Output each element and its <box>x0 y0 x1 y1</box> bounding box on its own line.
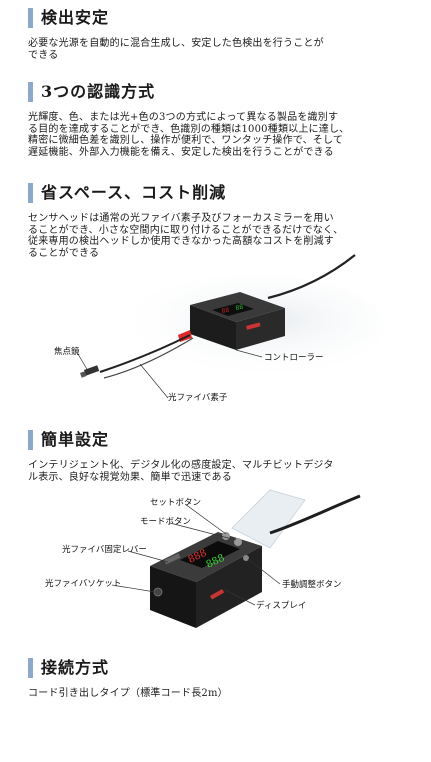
fiber-sensor-illustration: 88 88 <box>77 254 385 399</box>
section-recognition-modes: 3つの認識方式 光輝度、色、または光+色の3つの方式によって異なる製品を識別す … <box>28 82 415 158</box>
section-heading: 3つの認識方式 <box>28 82 415 102</box>
label-display: ディスプレイ <box>256 601 307 611</box>
label-mode-button: モードボタン <box>140 517 192 527</box>
section-title: 検出安定 <box>41 8 110 27</box>
text-line: ル表示、良好な視覚効果、簡単で迅速である <box>28 471 232 483</box>
text-line: ることができる <box>28 247 100 259</box>
section-stable-detection: 検出安定 必要な光源を自動的に混合生成し、安定した色検出を行うことが できる <box>28 8 415 61</box>
section-heading: 省スペース、コスト削減 <box>28 183 415 203</box>
text-line: る目的を達成することができ、色識別の種類は1000種類以上に達し、 <box>28 123 350 135</box>
section-text: コード引き出しタイプ（標準コード長2m） <box>28 688 415 700</box>
controller-closeup-figure: 888 888 セットボタン モードボタン 光ファイバ固定レバー 光ファイバソケ… <box>0 488 431 648</box>
label-controller: コントローラー <box>264 353 324 363</box>
section-space-cost: 省スペース、コスト削減 センサヘッドは通常の光ファイバ素子及びフォーカスミラーを… <box>28 183 415 259</box>
section-heading: 接続方式 <box>28 658 415 678</box>
section-text: インテリジェント化、デジタル化の感度設定、マルチビットデジタ ル表示、良好な視覚… <box>28 460 415 483</box>
fiber-sensor-figure: 88 88 焦点鏡 コントローラー 光ファイバ素子 <box>0 250 431 425</box>
section-easy-setup: 簡単設定 インテリジェント化、デジタル化の感度設定、マルチビットデジタ ル表示、… <box>28 430 415 483</box>
heading-accent-bar <box>28 183 33 203</box>
label-fiber-lever: 光ファイバ固定レバー <box>62 545 147 555</box>
section-title: 3つの認識方式 <box>41 82 156 101</box>
text-line: できる <box>28 49 59 61</box>
label-manual-button: 手動調整ボタン <box>282 580 342 590</box>
section-text: センサヘッドは通常の光ファイバ素子及びフォーカスミラーを用い ることができ、小さ… <box>28 213 415 259</box>
section-connection: 接続方式 コード引き出しタイプ（標準コード長2m） <box>28 658 415 700</box>
controller-closeup-illustration: 888 888 <box>111 489 361 628</box>
text-line: 従来専用の検出ヘッドしか使用できなかった高額なコストを削減す <box>28 236 334 247</box>
text-line: ることができ、小さな空間内に取り付けることができるだけでなく、 <box>28 224 344 236</box>
svg-text:88: 88 <box>221 306 230 314</box>
section-title: 接続方式 <box>41 658 110 677</box>
text-line: 必要な光源を自動的に混合生成し、安定した色検出を行うことが <box>28 38 324 49</box>
section-title: 簡単設定 <box>41 430 110 449</box>
section-title: 省スペース、コスト削減 <box>41 183 227 202</box>
heading-accent-bar <box>28 82 33 102</box>
label-focus-lens: 焦点鏡 <box>54 347 80 357</box>
heading-accent-bar <box>28 8 33 28</box>
section-text: 必要な光源を自動的に混合生成し、安定した色検出を行うことが できる <box>28 38 415 61</box>
text-line: 精密に微細色差を識別し、操作が便利で、ワンタッチ操作で、そして <box>28 135 344 146</box>
text-line: センサヘッドは通常の光ファイバ素子及びフォーカスミラーを用い <box>28 213 334 224</box>
section-heading: 簡単設定 <box>28 430 415 450</box>
label-fiber-socket: 光ファイバソケット <box>45 579 122 589</box>
heading-accent-bar <box>28 658 33 678</box>
label-fiber-element: 光ファイバ素子 <box>168 393 228 403</box>
section-heading: 検出安定 <box>28 8 415 28</box>
section-text: 光輝度、色、または光+色の3つの方式によって異なる製品を識別す る目的を達成する… <box>28 112 415 158</box>
label-set-button: セットボタン <box>150 498 202 508</box>
text-line: 遅延機能、外部入力機能を備え、安定した検出を行うことができる <box>28 146 334 158</box>
text-line: インテリジェント化、デジタル化の感度設定、マルチビットデジタ <box>28 460 334 471</box>
heading-accent-bar <box>28 430 33 450</box>
text-line: 光輝度、色、または光+色の3つの方式によって異なる製品を識別す <box>28 112 339 123</box>
text-line: コード引き出しタイプ（標準コード長2m） <box>28 688 228 699</box>
svg-text:88: 88 <box>235 303 244 311</box>
